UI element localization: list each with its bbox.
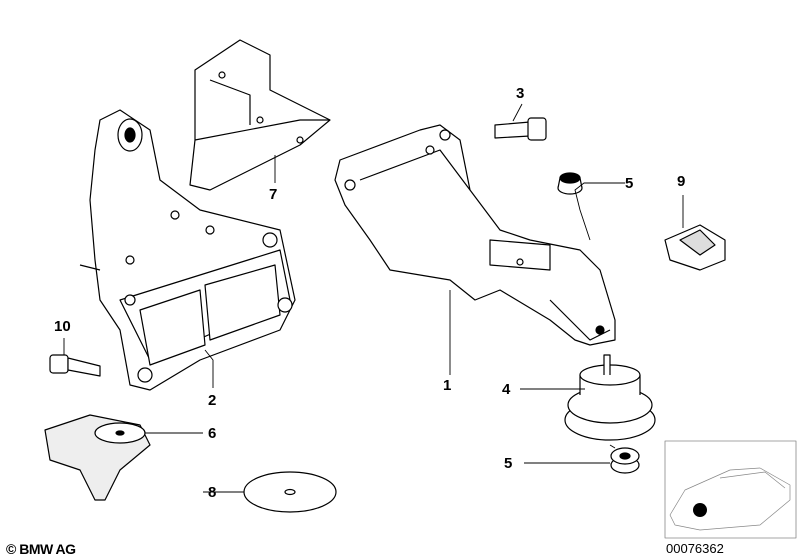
- callout-4: 4: [502, 381, 511, 398]
- part-8-disc: [243, 471, 337, 513]
- part-9-clip: [664, 224, 726, 271]
- callout-10: 10: [54, 318, 71, 335]
- callout-3: 3: [516, 85, 525, 102]
- callout-1: 1: [443, 377, 452, 394]
- callout-8: 8: [208, 484, 217, 501]
- part-6-heat-shield: [44, 414, 151, 501]
- part-5-nut-bottom: [610, 447, 640, 474]
- part-4-engine-mount: [564, 354, 656, 441]
- part-10-bolt: [49, 354, 101, 377]
- diagram-number: 00076362: [666, 541, 724, 556]
- callout-7: 7: [269, 186, 278, 203]
- callout-2: 2: [208, 392, 217, 409]
- callout-5-bottom: 5: [504, 455, 513, 472]
- callout-6: 6: [208, 425, 217, 442]
- callout-5-top: 5: [625, 175, 634, 192]
- part-3-bolt: [494, 117, 547, 141]
- copyright-label: © BMW AG: [6, 541, 76, 557]
- vehicle-location-thumbnail: [664, 440, 797, 539]
- part-2-bracket: [79, 109, 296, 391]
- part-1-bracket: [334, 124, 616, 346]
- callout-9: 9: [677, 173, 686, 190]
- part-7-bracket: [189, 39, 331, 191]
- part-5-nut-top: [557, 172, 583, 195]
- leader-lines: [63, 103, 684, 493]
